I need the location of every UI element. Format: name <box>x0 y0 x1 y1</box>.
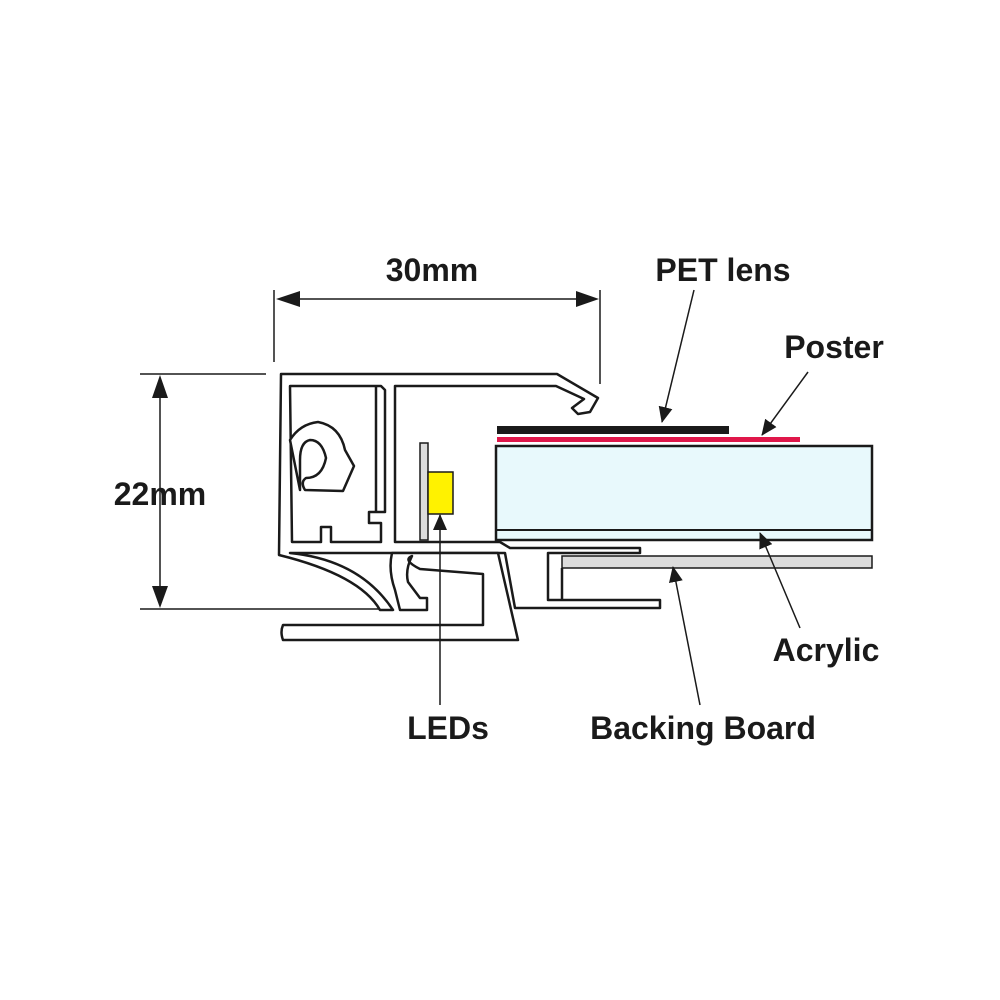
acrylic-panel <box>494 444 874 542</box>
backing-board-leader <box>669 566 701 706</box>
width-label: 30mm <box>386 252 479 288</box>
poster <box>497 437 800 442</box>
height-dimension <box>140 373 380 610</box>
poster-label: Poster <box>784 329 884 365</box>
backing-board <box>561 555 873 569</box>
led-chip <box>427 471 454 515</box>
backing-board-label: Backing Board <box>590 710 816 746</box>
poster-leader <box>761 371 809 436</box>
pet-lens-label: PET lens <box>655 252 790 288</box>
width-dimension <box>273 290 601 384</box>
leds-label: LEDs <box>407 710 489 746</box>
height-label: 22mm <box>114 476 207 512</box>
pet-lens <box>497 426 729 434</box>
acrylic-leader <box>759 532 801 629</box>
aluminium-frame-profile <box>277 372 662 642</box>
pet-lens-leader <box>658 289 695 423</box>
acrylic-label: Acrylic <box>773 632 880 668</box>
led-mount-strip <box>419 442 429 541</box>
